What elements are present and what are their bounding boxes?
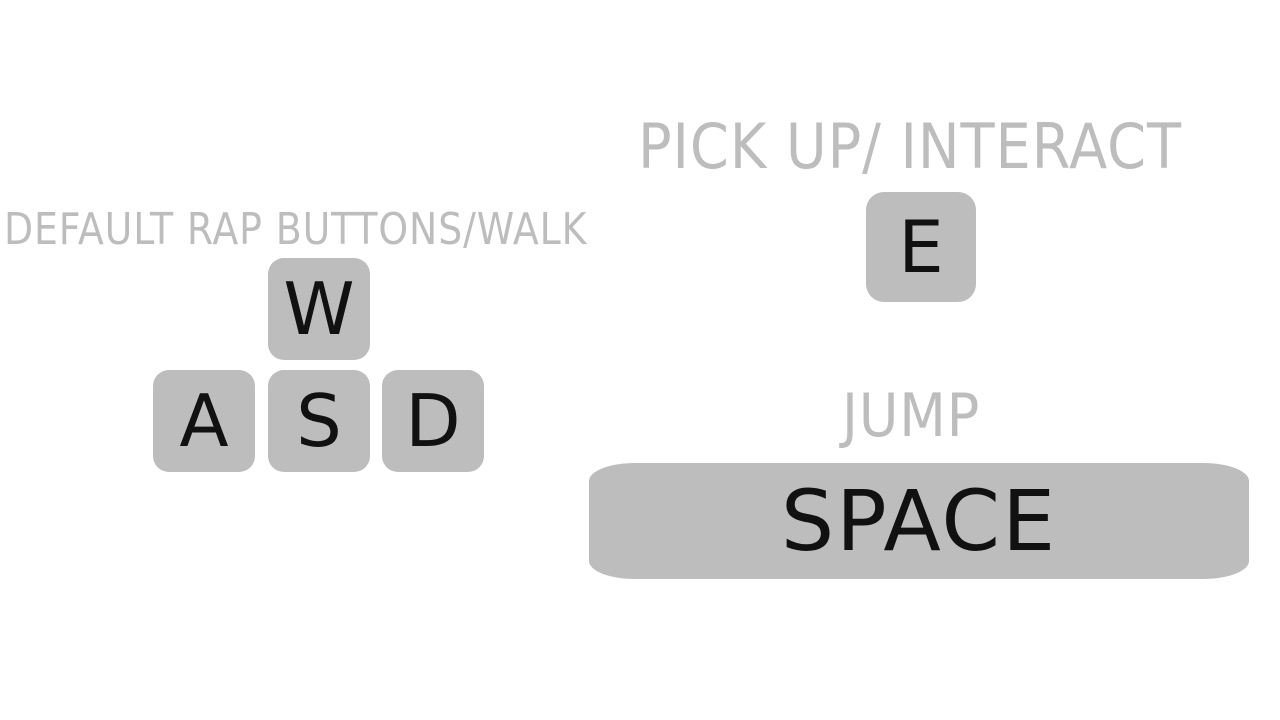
- movement-heading: DEFAULT RAP BUTTONS/WALK: [4, 204, 588, 255]
- interact-heading: PICK UP/ INTERACT: [638, 110, 1183, 183]
- jump-heading: JUMP: [842, 381, 981, 451]
- key-s: S: [268, 370, 370, 472]
- key-space: SPACE: [589, 463, 1249, 579]
- key-a: A: [153, 370, 255, 472]
- key-w: W: [268, 258, 370, 360]
- key-d: D: [382, 370, 484, 472]
- key-e: E: [866, 192, 976, 302]
